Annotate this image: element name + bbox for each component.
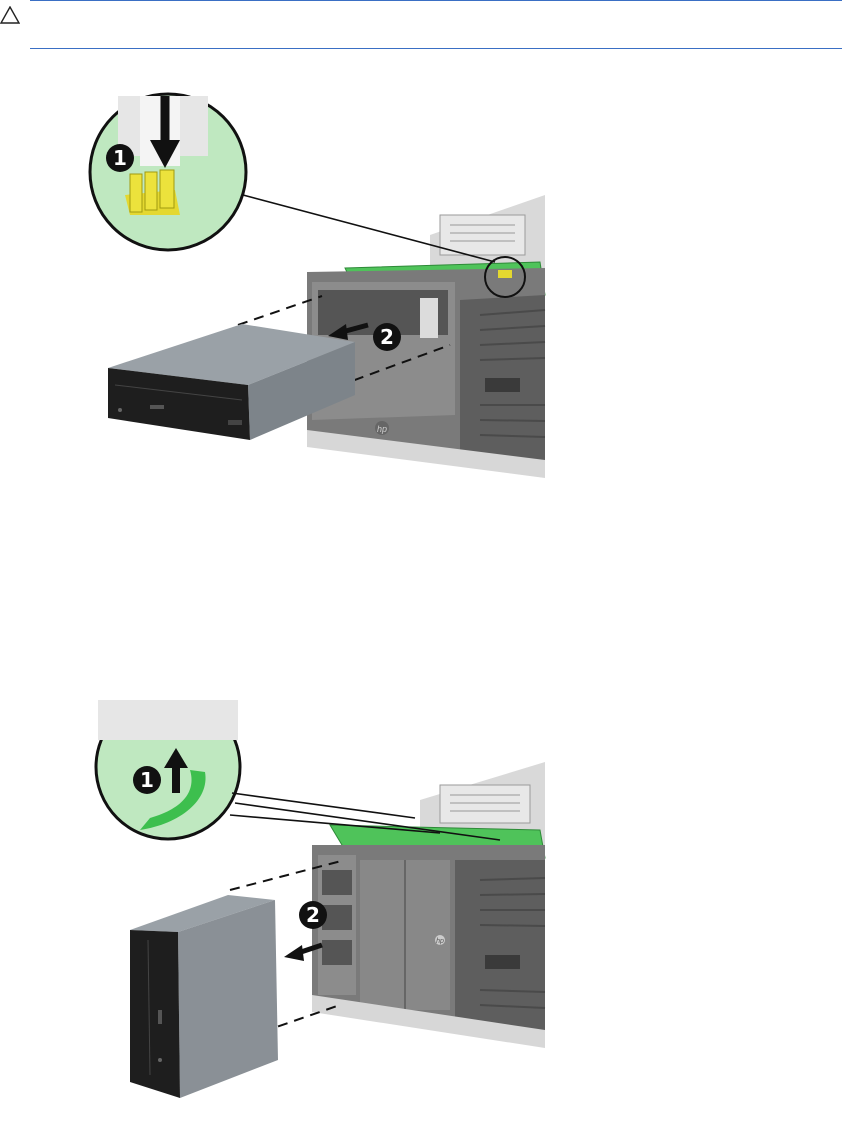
hp-logo: hp [377, 424, 387, 434]
caution-triangle-icon [0, 6, 20, 24]
step-2-marker: 2 [373, 323, 401, 351]
step-2-marker: 2 [299, 901, 327, 929]
svg-text:1: 1 [113, 146, 127, 170]
step-1-marker: 1 [133, 766, 161, 794]
svg-text:1: 1 [140, 768, 154, 792]
svg-text:2: 2 [306, 903, 320, 927]
hp-logo: hp [436, 938, 444, 945]
step-1-marker: 1 [106, 144, 134, 172]
svg-text:2: 2 [380, 325, 394, 349]
figure-remove-drive-vertical: hp 1 2 [0, 700, 842, 1110]
optical-drive-vertical [130, 895, 278, 1098]
chassis-front: hp [312, 845, 545, 1048]
caution-bottom-rule [30, 48, 842, 49]
figure-remove-drive-horizontal: hp 1 2 [0, 80, 842, 500]
top-rule [30, 0, 842, 1]
